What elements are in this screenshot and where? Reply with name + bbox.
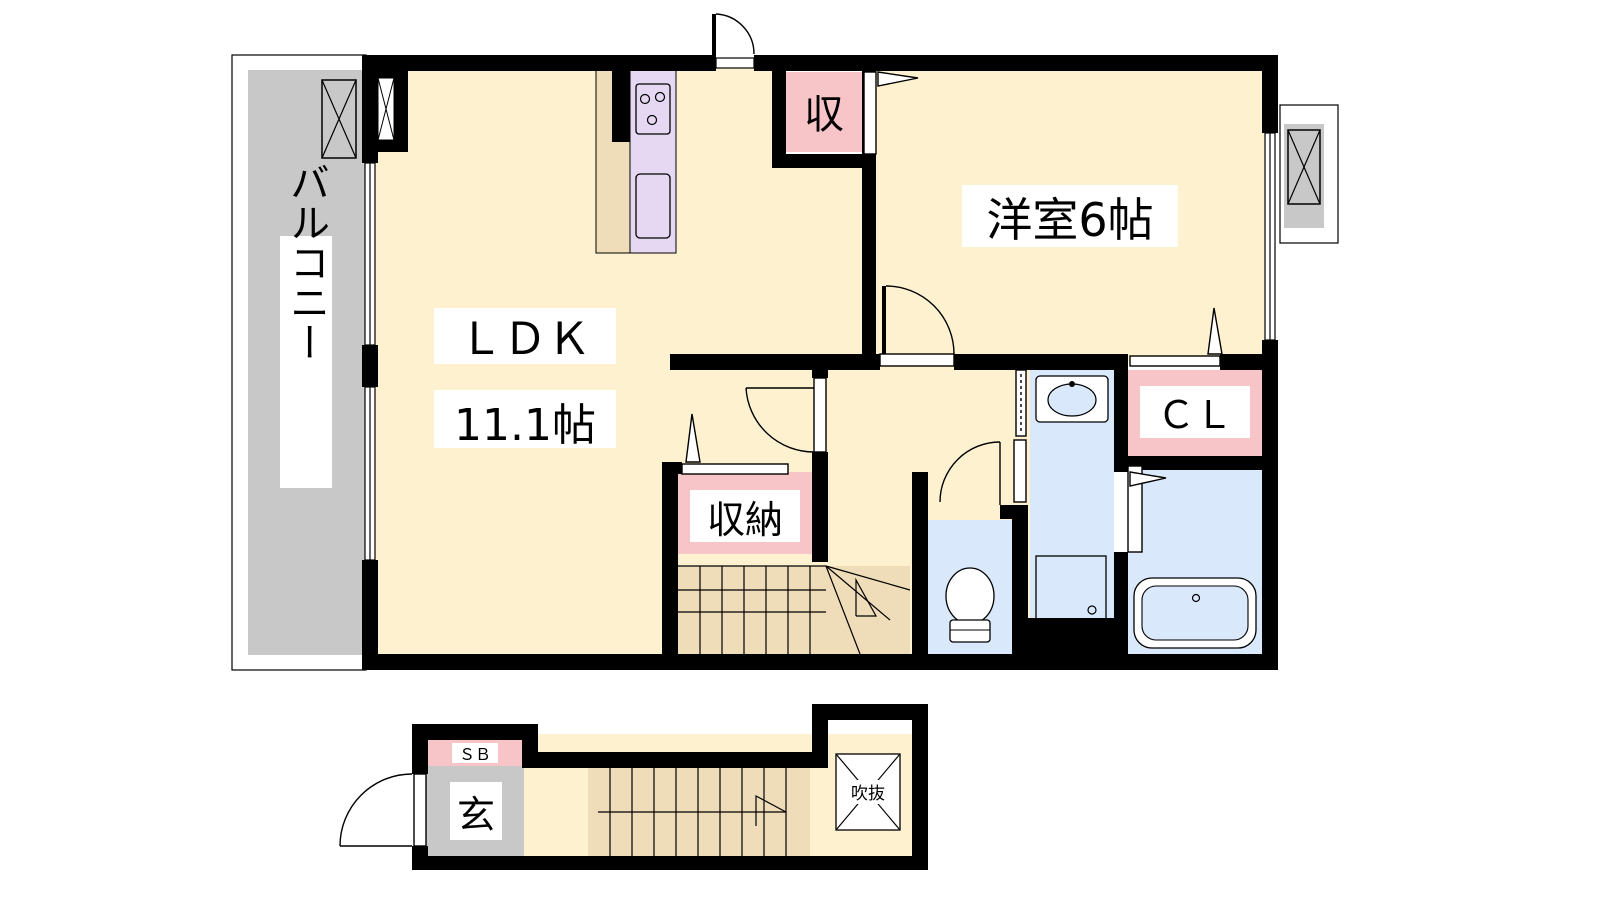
- balcony-vent-icon: [321, 79, 357, 159]
- storage-label: 収納: [707, 498, 783, 542]
- storage-small-label: 収: [804, 92, 844, 138]
- balcony-label: バルコニー: [283, 162, 329, 362]
- bathtub-icon: [1133, 577, 1257, 649]
- entrance-label: 玄: [457, 793, 495, 837]
- exterior-vent-icon: [1279, 104, 1339, 244]
- shoe-box-label: ＳＢ: [459, 745, 491, 764]
- doors: [681, 13, 1223, 553]
- sink-icon: [635, 173, 671, 239]
- stairs-upper: [678, 565, 911, 655]
- stove-icon: [635, 83, 671, 135]
- walls-lower: [412, 704, 928, 870]
- toilet-icon: [945, 567, 995, 643]
- balcony: バルコニー: [231, 54, 367, 671]
- storage: 収納: [678, 472, 812, 554]
- entrance-door: [339, 773, 427, 847]
- washbasin-icon: [1035, 375, 1109, 423]
- room-floors: [372, 64, 1272, 662]
- ldk-size-label: 11.1帖: [454, 400, 596, 451]
- lower-floor: ＳＢ 玄: [339, 704, 928, 870]
- void-label: 吹抜: [851, 784, 885, 804]
- storage-small: 収: [786, 72, 862, 152]
- windows: [364, 57, 1276, 561]
- fridge-space: [377, 77, 395, 141]
- closet-label: ＣＬ: [1157, 393, 1233, 437]
- bedroom-label: 洋室6帖: [986, 193, 1153, 247]
- closet: ＣＬ: [1128, 370, 1262, 456]
- ldk-floor: [372, 64, 864, 662]
- ldk-name-label: ＬＤＫ: [459, 314, 591, 365]
- stairs-lower: [588, 768, 810, 858]
- walls-upper: [362, 55, 1278, 670]
- void: 吹抜: [835, 753, 901, 831]
